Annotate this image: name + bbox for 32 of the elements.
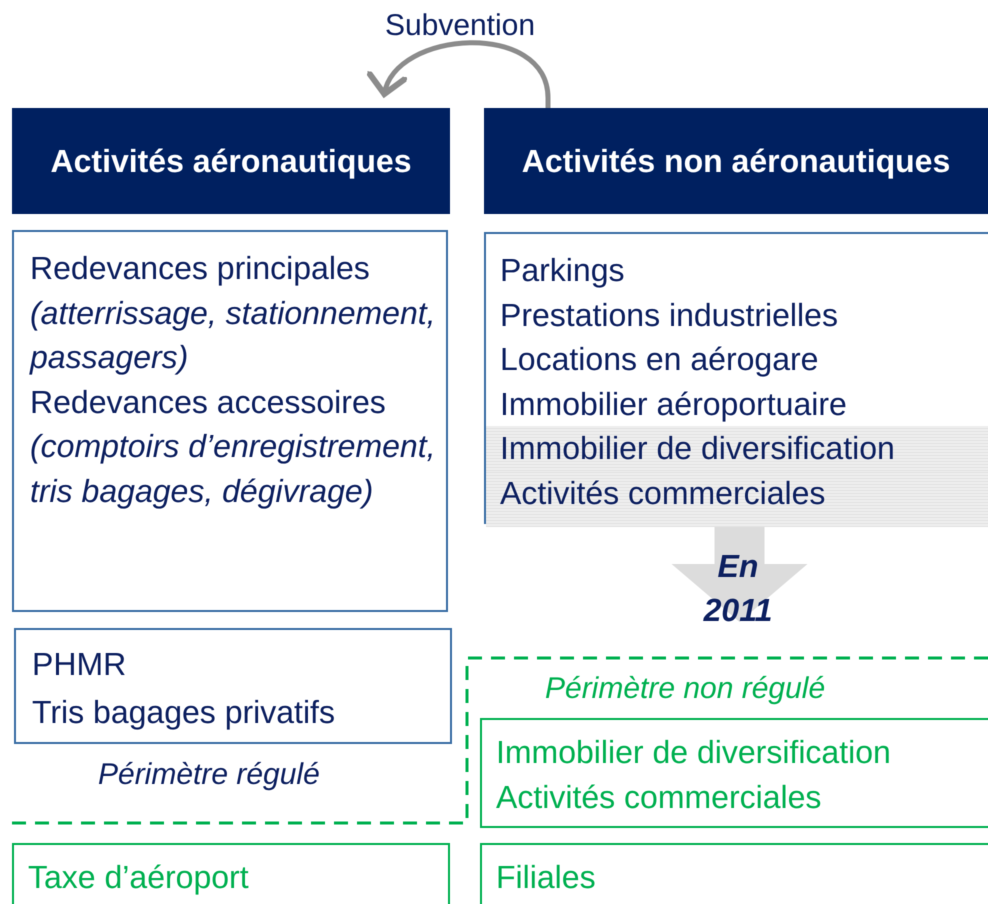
activity-list-box [12, 843, 450, 904]
activity-list-box [12, 230, 448, 612]
category-header [484, 108, 988, 214]
edge-label: Subvention [384, 8, 536, 44]
activity-text: Immobilier de diversification [486, 426, 988, 470]
activity-text: Filiales [496, 858, 597, 897]
activity-text: Immobilier aéroportuaire [500, 384, 848, 424]
activity-text: Parkings [500, 251, 626, 290]
activity-list-box [484, 232, 988, 524]
activity-text: Taxe d’aéroport [28, 858, 250, 897]
activity-list-box [480, 843, 988, 904]
activity-text: Tris bagages privatifs [32, 693, 336, 732]
activity-text: Immobilier de diversification [496, 733, 892, 772]
activity-text: Activités commerciales [496, 778, 822, 816]
activity-list-box [14, 628, 452, 744]
activity-text: Activités commerciales [486, 470, 988, 527]
activity-text: (atterrissage, stationnement, passagers) [30, 294, 437, 377]
header-text: Activités aéronautiques [50, 142, 412, 181]
block-arrow [672, 524, 808, 622]
category-header [12, 108, 450, 214]
edge-label: En 2011 [702, 547, 774, 630]
activity-text: Redevances principales [30, 249, 371, 288]
perimeter-label: Périmètre régulé [98, 758, 320, 792]
activity-text: Prestations industrielles [500, 296, 839, 334]
activity-list-box [480, 718, 988, 828]
activity-text: Locations en aérogare [500, 340, 820, 379]
header-text: Activités non aéronautiques [522, 142, 950, 181]
activity-text: (comptoirs d’enregistrement, tris bagages, dégivrage) [30, 427, 436, 511]
perimeter-label: Périmètre non régulé [545, 672, 826, 706]
activity-text: Redevances accessoires [30, 382, 387, 422]
curved-arrow [369, 40, 550, 108]
activity-text: PHMR [32, 645, 128, 684]
